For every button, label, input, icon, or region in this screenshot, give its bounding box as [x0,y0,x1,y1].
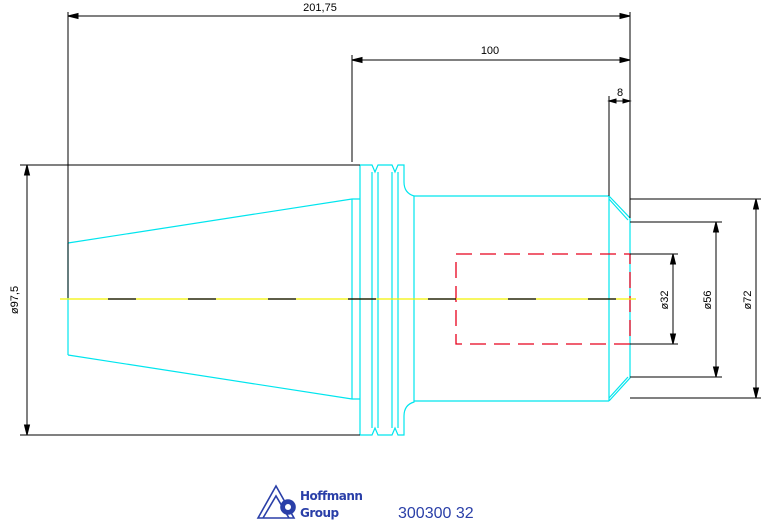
dim-chamfer-length: 8 [617,87,623,99]
logo-mark-icon [256,484,296,519]
brand-name-line1: Hoffmann [300,489,362,503]
taper-top-edge [67,198,360,244]
dim-outer-diameter: ø72 [742,291,754,310]
dim-overall-length: 201,75 [303,2,337,14]
dim-shank-diameter: ø56 [702,291,714,310]
brand-name-line2: Group [300,506,340,520]
chamfer-edge-top [608,198,629,221]
part-number: 300300 32 [398,505,474,522]
flange-profile [359,164,415,436]
brand-logo: Hoffmann Group [256,484,363,520]
taper-bottom-edge [67,354,360,400]
dim-flange-diameter: ø97,5 [9,286,21,314]
chamfer-edge-bottom [608,376,629,399]
dimension-lines [20,12,761,436]
dim-bore-diameter: ø32 [659,291,671,310]
dim-flange-to-end: 100 [481,45,499,57]
tool-outline [67,164,631,436]
